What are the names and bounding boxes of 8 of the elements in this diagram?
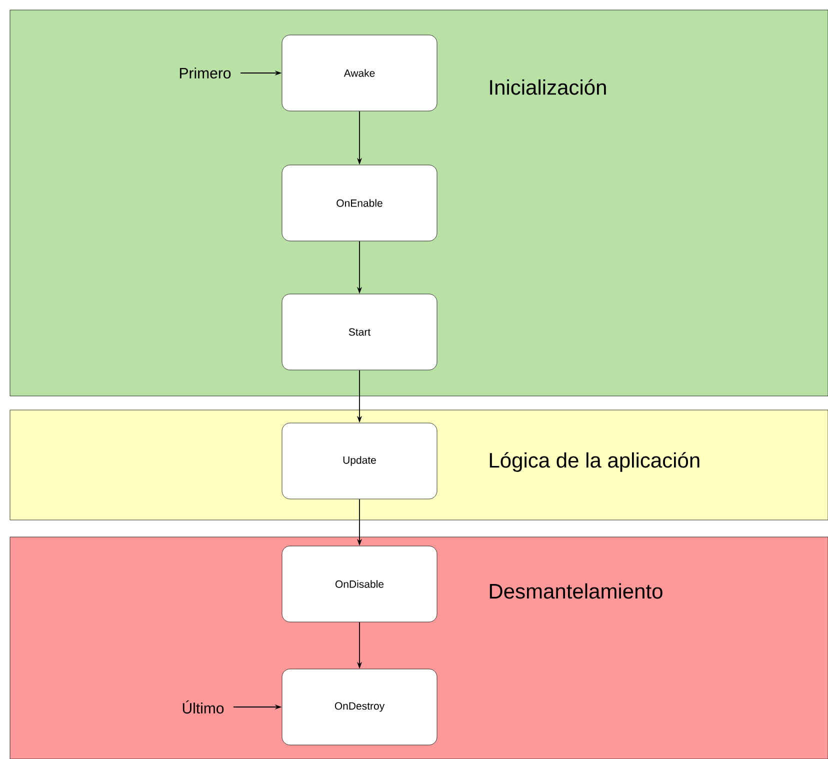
label-text: Último	[182, 700, 224, 714]
process-box: OnEnable	[282, 164, 438, 242]
process-box: OnDisable	[282, 546, 438, 622]
label-text: Primero	[180, 68, 231, 78]
process-box: Update	[282, 422, 438, 500]
process-box: OnDestroy	[282, 668, 438, 746]
process-box: Awake	[282, 34, 438, 112]
process-box: Start	[282, 294, 438, 370]
